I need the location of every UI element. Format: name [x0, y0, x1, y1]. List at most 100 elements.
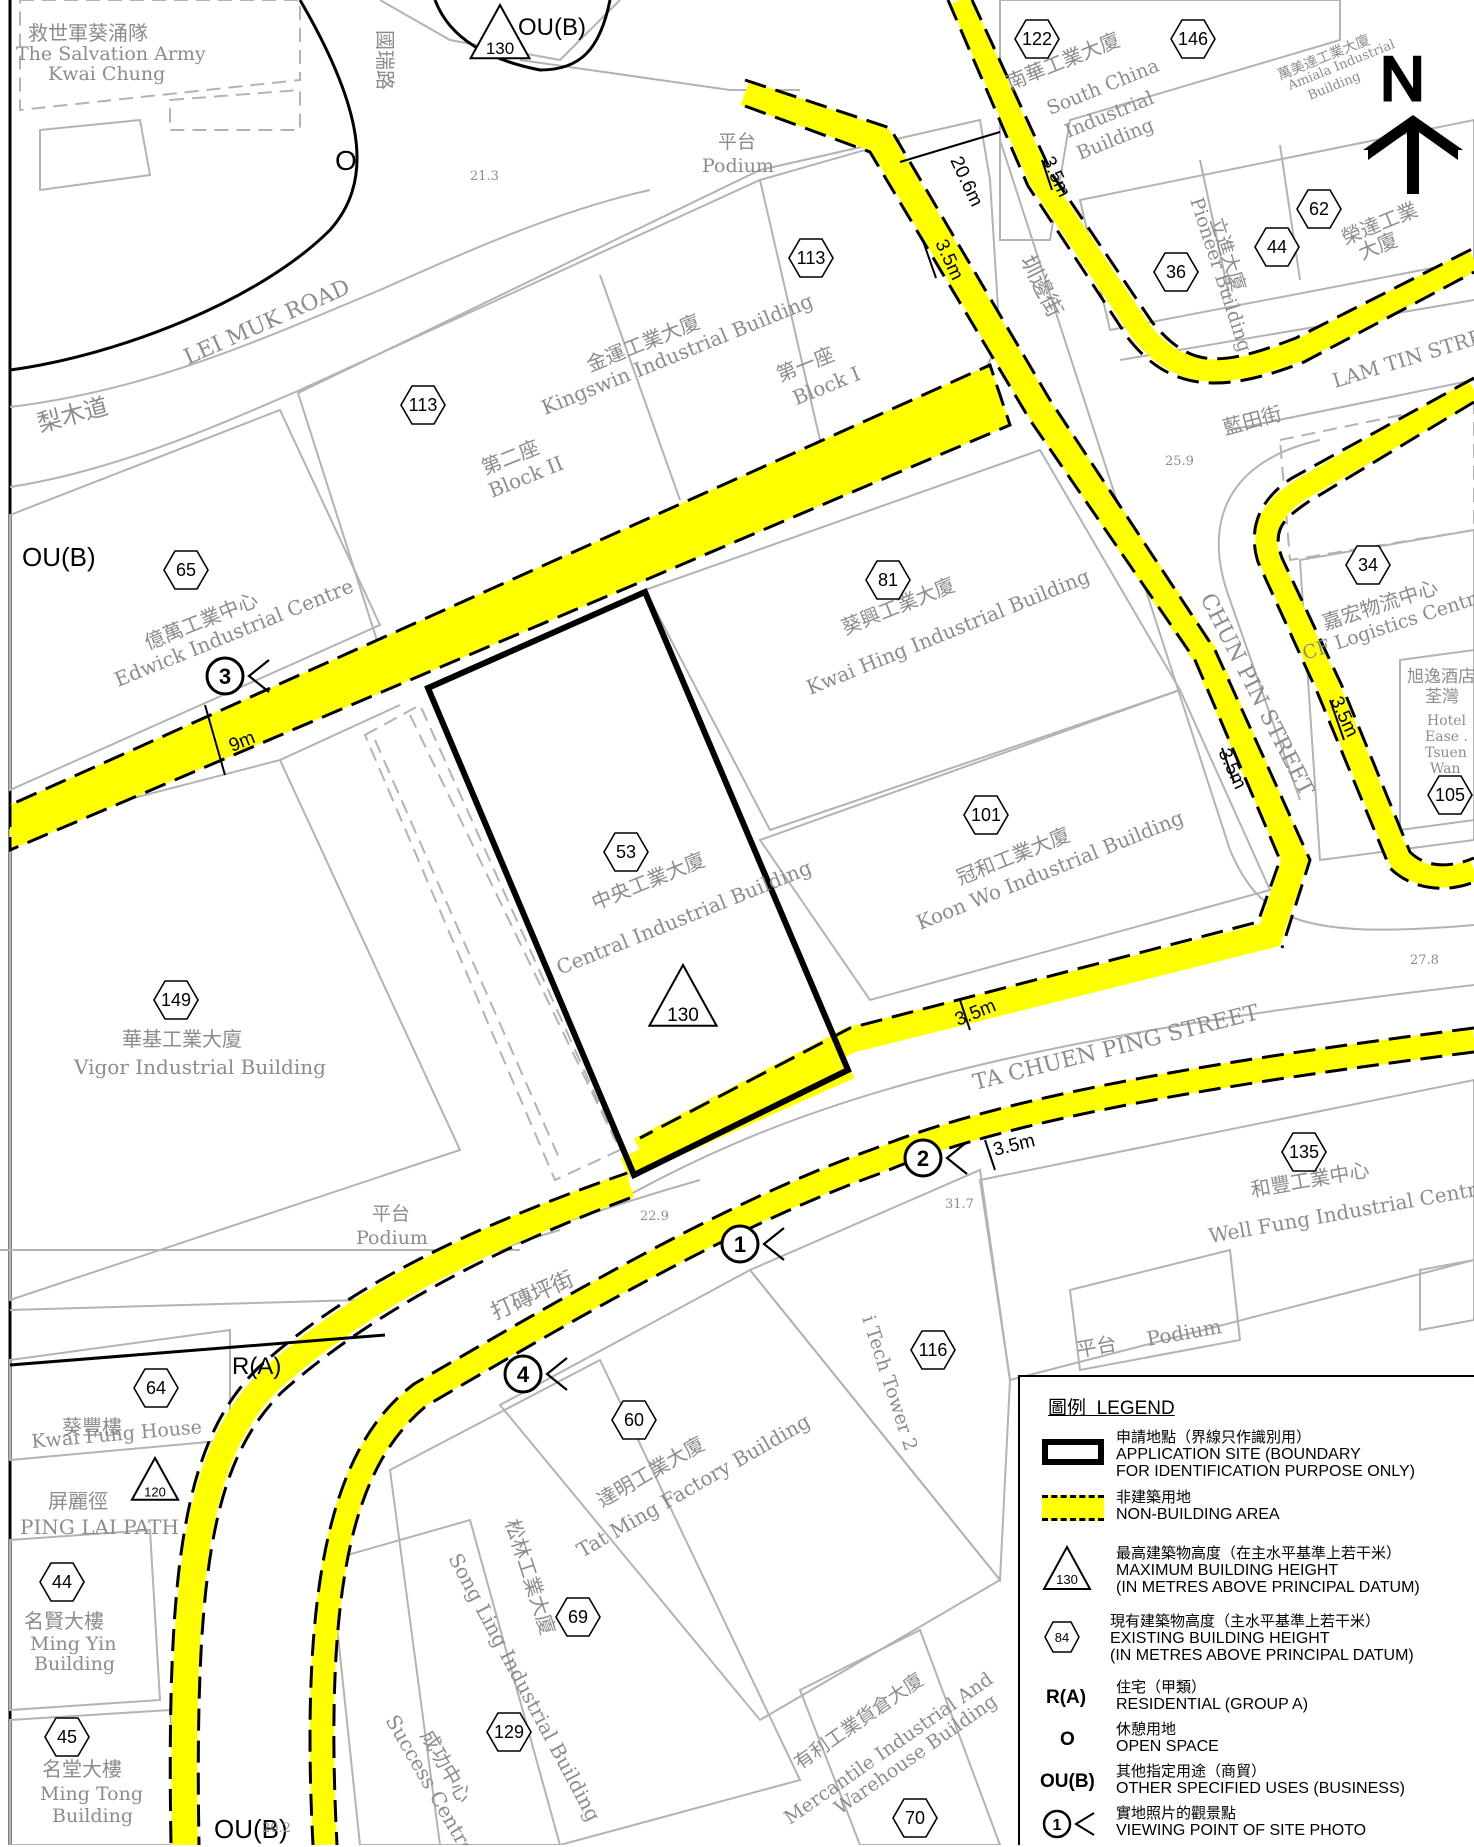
svg-text:平台: 平台 [1075, 1331, 1119, 1362]
application-site-boundary [424, 588, 852, 1180]
existing-height-hexagon: 146 [1170, 19, 1216, 59]
viewing-point-marker: 2 [903, 1138, 968, 1178]
existing-height-value: 113 [797, 248, 826, 268]
viewing-point-marker: 4 [503, 1354, 568, 1394]
existing-height-hexagon: 149 [153, 980, 199, 1020]
site-symbol-icon [1042, 1439, 1104, 1465]
viewing-point-icon: 1 [1042, 1809, 1095, 1839]
existing-height-value: 44 [52, 1572, 72, 1592]
svg-text:Podium: Podium [356, 1227, 428, 1249]
existing-height-hexagon: 36 [1153, 252, 1199, 292]
existing-height-value: 45 [57, 1727, 77, 1747]
existing-height-value: 146 [1178, 29, 1208, 49]
existing-height-hexagon: 135 [1281, 1132, 1327, 1172]
svg-text:Hotel: Hotel [1427, 713, 1467, 729]
existing-height-hexagon: 45 [44, 1717, 90, 1757]
road-lei-muk-zh: 梨木道 [34, 392, 111, 438]
existing-height-value: 113 [409, 395, 438, 415]
non-building-areas [8, 0, 1474, 1845]
svg-text:22.9: 22.9 [640, 1209, 669, 1224]
existing-height-hexagon: 122 [1014, 19, 1060, 59]
existing-height-hexagon: 129 [486, 1712, 532, 1752]
existing-height-value: 101 [971, 805, 1001, 825]
max-height-triangle: 120 [130, 1455, 180, 1501]
viewing-point-number: 1 [734, 1232, 746, 1257]
north-arrow: N [1363, 44, 1463, 194]
svg-text:31.7: 31.7 [945, 1197, 974, 1212]
svg-text:27.8: 27.8 [1410, 953, 1439, 968]
svg-text:Kwai Chung: Kwai Chung [48, 63, 165, 85]
svg-text:旭逸酒店.: 旭逸酒店. [1407, 667, 1474, 687]
existing-height-value: 149 [161, 990, 191, 1010]
max-height-markers: 130 130 120 [130, 2, 719, 1501]
existing-height-value: 60 [624, 1410, 644, 1430]
svg-text:名賢大樓: 名賢大樓 [24, 1609, 104, 1633]
svg-text:Vigor Industrial Building: Vigor Industrial Building [73, 1055, 326, 1079]
max-height-value: 130 [667, 1005, 699, 1026]
existing-height-hexagon: 101 [963, 795, 1009, 835]
svg-text:84: 84 [1055, 1630, 1069, 1645]
existing-height-hexagon: 62 [1296, 189, 1342, 229]
existing-height-value: 116 [919, 1340, 948, 1360]
svg-text:葵豐樓: 葵豐樓 [62, 1415, 122, 1439]
svg-text:Ming Yin: Ming Yin [30, 1633, 117, 1655]
hexagon-icon: 84 [1044, 1621, 1080, 1653]
svg-text:25.9: 25.9 [1165, 454, 1194, 469]
max-height-triangle: 130 [468, 2, 532, 60]
existing-height-hexagon: 64 [133, 1368, 179, 1408]
nba-symbol-icon [1042, 1495, 1104, 1521]
existing-height-hexagon: 81 [865, 560, 911, 600]
existing-height-value: 62 [1309, 199, 1329, 219]
existing-height-hexagon: 113 [788, 238, 834, 278]
existing-height-hexagon: 69 [555, 1597, 601, 1637]
existing-height-hexagon: 70 [892, 1798, 938, 1838]
existing-height-value: 64 [146, 1378, 166, 1398]
viewing-point-marker: 3 [205, 656, 270, 696]
legend: 圖例 LEGEND 申請地點（界線只作識別用） APPLICATION SITE… [1018, 1375, 1474, 1845]
zone-boundaries [9, 0, 612, 1367]
max-height-value: 130 [486, 39, 514, 58]
existing-height-hexagon: 116 [910, 1330, 956, 1370]
svg-text:Ease .: Ease . [1425, 729, 1468, 745]
max-height-value: 120 [144, 1485, 166, 1500]
svg-text:救世軍葵涌隊: 救世軍葵涌隊 [28, 21, 148, 45]
svg-text:20.6m: 20.6m [945, 153, 986, 210]
svg-text:Building: Building [52, 1805, 133, 1827]
existing-height-value: 34 [1358, 555, 1378, 575]
svg-text:名堂大樓: 名堂大樓 [42, 1757, 122, 1781]
zone-o: O [335, 145, 357, 176]
svg-text:荃灣: 荃灣 [1425, 687, 1459, 707]
zone-ou-b-south: OU(B) [214, 1814, 288, 1844]
svg-text:華基工業大廈: 華基工業大廈 [122, 1027, 242, 1051]
svg-text:松林工業大廈: 松林工業大廈 [500, 1516, 560, 1638]
viewing-points: 1 2 3 4 [205, 656, 968, 1394]
zone-ou-b-north: OU(B) [518, 14, 586, 41]
svg-text:i Tech Tower 2: i Tech Tower 2 [857, 1313, 921, 1454]
existing-height-hexagon: 44 [39, 1562, 85, 1602]
existing-height-value: 105 [1435, 785, 1465, 805]
existing-height-hexagon: 105 [1427, 775, 1473, 815]
road-lei-muk-en: LEI MUK ROAD [180, 275, 354, 371]
existing-height-hexagon: 60 [611, 1400, 657, 1440]
road-ping-lai-en: PING LAI PATH [20, 1515, 179, 1539]
dimension-lines [204, 131, 1345, 1171]
viewing-point-number: 3 [219, 664, 231, 689]
svg-text:平台: 平台 [372, 1203, 410, 1225]
svg-text:Podium: Podium [702, 155, 774, 177]
road-ping-lai-zh: 屏麗徑 [48, 1489, 108, 1513]
svg-text:The Salvation Army: The Salvation Army [16, 43, 206, 65]
north-letter: N [1380, 45, 1425, 114]
road-lam-tin-zh: 藍田街 [1220, 401, 1284, 440]
svg-text:1: 1 [1053, 1817, 1062, 1834]
svg-text:Building: Building [34, 1653, 115, 1675]
svg-text:130: 130 [1056, 1572, 1078, 1587]
existing-height-hexagon: 65 [163, 550, 209, 590]
existing-height-value: 135 [1289, 1142, 1319, 1162]
viewing-point-number: 4 [517, 1362, 530, 1387]
existing-height-value: 81 [878, 570, 898, 590]
max-height-triangle: 130 [647, 962, 719, 1027]
existing-height-value: 69 [568, 1607, 588, 1627]
zone-ou-b-west: OU(B) [22, 542, 96, 572]
viewing-point-number: 2 [917, 1146, 929, 1171]
